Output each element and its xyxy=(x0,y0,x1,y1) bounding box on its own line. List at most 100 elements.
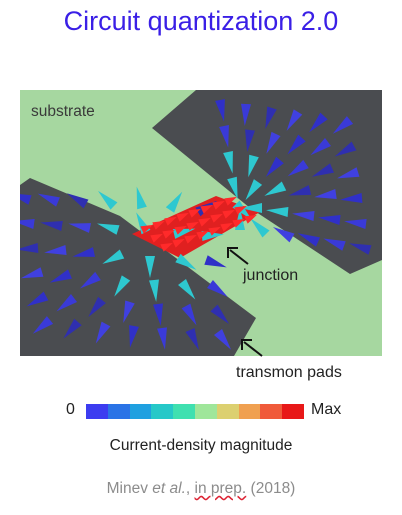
current-cone xyxy=(165,191,183,213)
current-cone xyxy=(79,271,101,289)
current-cone xyxy=(172,238,185,248)
current-cone xyxy=(40,221,63,231)
arrow-icon xyxy=(227,247,249,265)
colorbar-swatch xyxy=(216,404,239,419)
current-cone xyxy=(250,218,270,238)
current-cone xyxy=(224,196,237,206)
current-cone xyxy=(210,304,230,325)
current-cone xyxy=(287,159,309,177)
current-cone xyxy=(98,190,118,210)
current-cone xyxy=(20,194,32,205)
colorbar-swatch xyxy=(86,404,108,419)
current-cone xyxy=(37,193,60,207)
current-cone xyxy=(318,215,341,225)
current-cone xyxy=(175,253,197,270)
current-cone xyxy=(349,243,372,255)
colorbar-swatch xyxy=(129,404,152,419)
current-cone xyxy=(314,189,337,199)
current-cone xyxy=(286,109,303,131)
current-cone xyxy=(153,303,163,326)
citation-author: Minev xyxy=(106,480,153,497)
page-title: Circuit quantization 2.0 xyxy=(63,6,339,36)
junction-label: junction xyxy=(243,267,299,284)
current-cone xyxy=(200,204,213,214)
current-cone xyxy=(160,242,173,252)
substrate-label: substrate xyxy=(31,103,95,120)
current-cone xyxy=(201,231,224,241)
colorbar-swatch xyxy=(238,404,261,419)
current-cone xyxy=(287,134,306,155)
arrow-icon xyxy=(241,339,263,357)
current-cone xyxy=(20,243,39,253)
current-cone xyxy=(20,219,35,229)
current-cone xyxy=(174,225,187,235)
current-cone xyxy=(340,193,363,203)
current-cone xyxy=(272,227,295,243)
current-cone xyxy=(97,223,120,235)
current-cone xyxy=(176,212,189,222)
current-cone xyxy=(49,269,72,283)
current-cone xyxy=(311,163,334,177)
current-cone xyxy=(266,131,281,154)
current-cone xyxy=(181,303,197,326)
current-cone xyxy=(149,279,159,302)
current-cone xyxy=(207,279,228,298)
current-cone xyxy=(264,181,287,196)
current-cone xyxy=(162,229,175,239)
current-cone xyxy=(292,211,315,221)
current-cone xyxy=(288,185,312,196)
current-cone xyxy=(310,138,331,156)
current-cone xyxy=(204,255,227,268)
citation-sep: , xyxy=(185,480,195,497)
current-cone xyxy=(227,176,238,200)
colorbar-swatch xyxy=(151,404,174,419)
current-cone xyxy=(26,291,49,307)
current-cone xyxy=(222,209,235,219)
current-cone xyxy=(323,238,346,251)
colorbar-swatch xyxy=(260,404,283,419)
legend-caption: Current-density magnitude xyxy=(109,437,293,454)
current-cone xyxy=(344,219,367,229)
current-cone xyxy=(123,300,135,323)
current-cones-junction xyxy=(140,196,257,252)
current-cone xyxy=(334,141,357,157)
current-cone xyxy=(336,167,360,179)
current-cone xyxy=(220,222,233,232)
current-cones-left xyxy=(20,186,232,351)
current-cone xyxy=(129,325,139,348)
current-cone xyxy=(102,249,125,264)
current-cone xyxy=(178,278,196,300)
current-cone xyxy=(32,316,54,334)
transmon-pad-left xyxy=(20,178,256,356)
current-cone xyxy=(68,223,91,233)
citation-etal: et al. xyxy=(152,480,186,497)
current-cone xyxy=(114,275,131,297)
current-cone xyxy=(145,256,155,278)
current-cone xyxy=(219,125,229,148)
current-cone xyxy=(210,213,223,223)
current-cone xyxy=(266,207,289,217)
current-cone xyxy=(213,329,232,350)
current-cone xyxy=(332,116,354,134)
current-cone xyxy=(164,216,177,226)
current-cone xyxy=(140,224,153,234)
colorbar xyxy=(86,404,304,419)
current-cone xyxy=(185,327,199,351)
current-cone xyxy=(66,193,89,209)
current-cone xyxy=(198,217,211,227)
colorbar-swatch xyxy=(107,404,130,419)
current-cone xyxy=(208,226,221,236)
current-cone xyxy=(297,233,320,247)
current-cone xyxy=(265,106,277,129)
current-cone xyxy=(184,234,197,244)
current-cone xyxy=(248,154,259,178)
current-cone xyxy=(232,218,245,228)
legend-min-label: 0 xyxy=(66,401,75,418)
current-cone xyxy=(152,220,165,230)
current-cone xyxy=(20,267,44,279)
current-cone xyxy=(44,245,67,255)
current-cone xyxy=(265,156,284,177)
current-cone xyxy=(244,214,257,224)
current-cone xyxy=(241,103,251,126)
current-cone xyxy=(56,294,78,312)
